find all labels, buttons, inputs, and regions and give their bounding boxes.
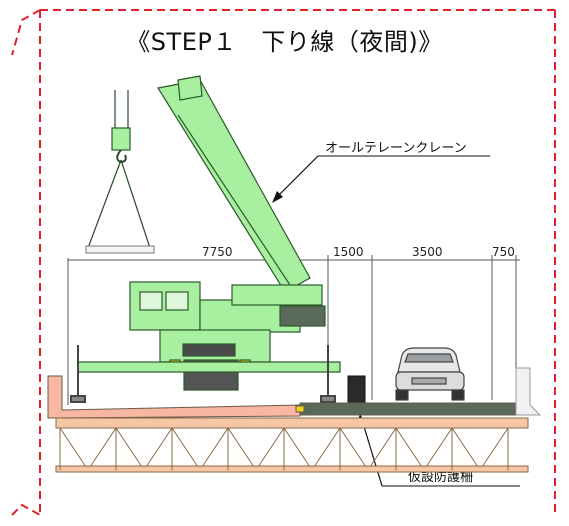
bridge-girder bbox=[55, 417, 529, 473]
crane-label: オールテレーンクレーン bbox=[325, 141, 467, 156]
lifted-load bbox=[85, 245, 155, 254]
dimension-3500: 3500 bbox=[412, 245, 443, 259]
dashed-frame bbox=[11, 9, 556, 516]
crane-hook-icon bbox=[87, 90, 151, 249]
car-icon bbox=[395, 347, 465, 401]
step-title: 《STEP１ 下り線（夜間)》 bbox=[126, 28, 443, 56]
guard-fence-leader bbox=[361, 419, 383, 487]
crane-body bbox=[77, 281, 341, 391]
crane-boom bbox=[157, 75, 311, 293]
dimension-1500: 1500 bbox=[333, 245, 364, 259]
crane-label-leader bbox=[275, 155, 319, 199]
dimension-750: 750 bbox=[492, 245, 515, 259]
bridge-deck bbox=[47, 367, 542, 419]
crane-label-arrowhead bbox=[272, 191, 283, 203]
outriggers bbox=[70, 345, 336, 403]
dimension-7750: 7750 bbox=[202, 245, 233, 259]
guard-fence-label: 仮設防護柵 bbox=[408, 469, 473, 485]
